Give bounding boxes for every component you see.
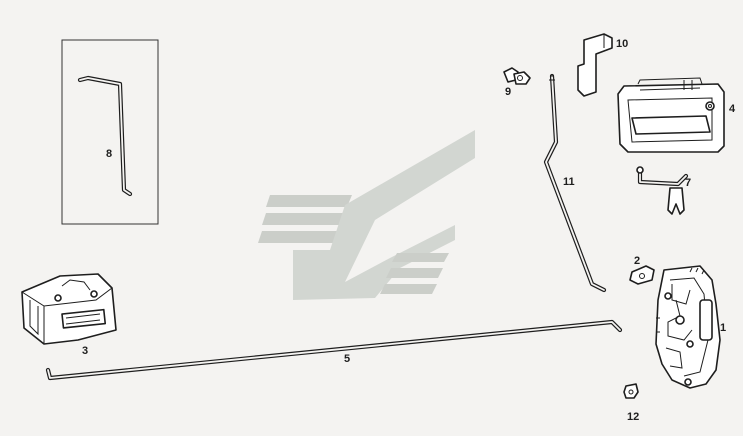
door-lock-1: 1 bbox=[655, 265, 726, 389]
inset-frame bbox=[61, 39, 159, 225]
outside-handle-4: 4 bbox=[617, 77, 736, 153]
connecting-rod-7: 7 bbox=[636, 166, 691, 215]
callout-5: 5 bbox=[344, 353, 350, 365]
callout-3: 3 bbox=[82, 345, 88, 357]
callout-4: 4 bbox=[729, 103, 736, 115]
callout-1: 1 bbox=[720, 322, 726, 334]
callout-10: 10 bbox=[616, 38, 628, 50]
lock-retainer-2: 2 bbox=[629, 255, 655, 285]
callout-9: 9 bbox=[505, 86, 511, 98]
striker-plate-3: 3 bbox=[21, 273, 117, 357]
handle-cover-10: 10 bbox=[577, 33, 628, 97]
callout-11: 11 bbox=[563, 176, 575, 188]
callout-7: 7 bbox=[685, 177, 691, 189]
inner-rod-8: 8 bbox=[61, 39, 159, 225]
long-rod-5: 5 bbox=[45, 319, 623, 381]
callout-2: 2 bbox=[634, 255, 640, 267]
watermark-logo bbox=[258, 130, 475, 300]
callout-12: 12 bbox=[627, 411, 639, 423]
callout-8: 8 bbox=[106, 148, 112, 160]
rod-clip-9: 9 bbox=[503, 67, 531, 98]
lock-button-rod-11: 11 bbox=[543, 73, 607, 293]
rod-clip-12: 12 bbox=[623, 383, 639, 423]
